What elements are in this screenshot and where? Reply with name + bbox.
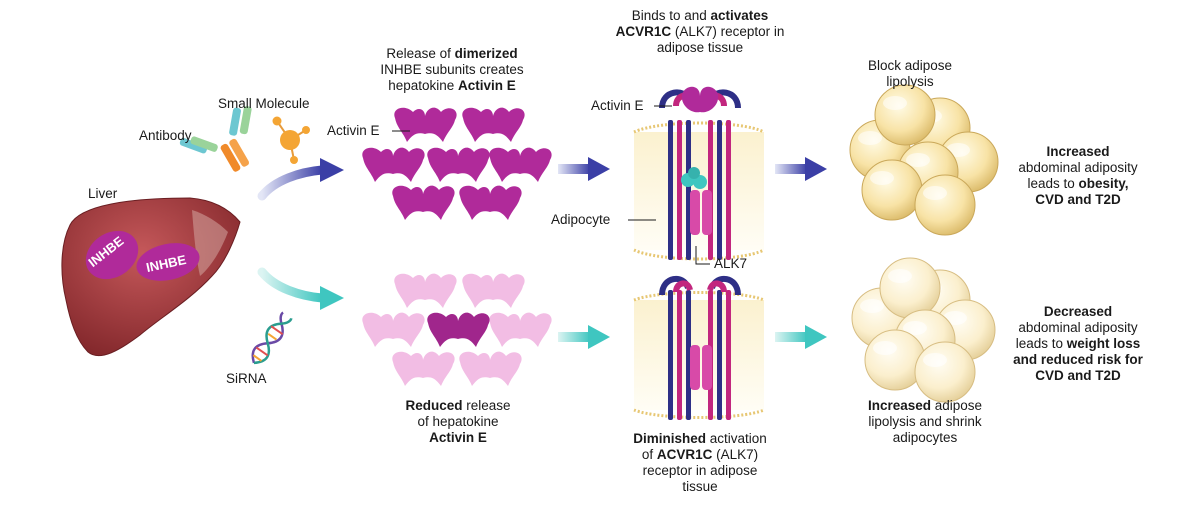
- adipocyte-cluster-icon: [849, 84, 999, 236]
- liver-label: Liver: [88, 186, 118, 201]
- small-molecule-icon: [272, 116, 310, 164]
- arrow-icon: [775, 325, 827, 349]
- block-lipolysis-label: Block adipose lipolysis: [867, 58, 953, 89]
- arrow-icon: [257, 267, 344, 310]
- receptor-icon: [633, 276, 765, 420]
- activin-e-icon: [362, 107, 552, 220]
- receptor-icon: [628, 86, 765, 265]
- alk7-label: ALK7: [714, 256, 748, 271]
- top-outcome: Increased abdominal adiposity leads to o…: [1018, 144, 1138, 207]
- antibody-label: Antibody: [139, 128, 192, 143]
- small-molecule-label: Small Molecule: [218, 96, 310, 111]
- liver-icon: [61, 197, 241, 357]
- diminished-activation-description: Diminished activation of ACVR1C (ALK7) r…: [633, 431, 767, 494]
- antibody-icon: [179, 106, 252, 172]
- arrow-icon: [775, 157, 827, 181]
- sirna-label: SiRNA: [226, 371, 267, 386]
- increased-lipolysis-description: Increased adipose lipolysis and shrink a…: [867, 398, 983, 445]
- adipocyte-cluster-icon: [851, 257, 996, 403]
- receptor-activin-e-label: Activin E: [591, 98, 644, 113]
- binds-description: Binds to and activates ACVR1C (ALK7) rec…: [615, 8, 785, 55]
- adipocyte-label: Adipocyte: [551, 212, 611, 227]
- arrow-icon: [558, 157, 610, 181]
- bottom-outcome: Decreased abdominal adiposity leads to w…: [1013, 304, 1143, 383]
- reduced-release-description: Reduced release of hepatokine Activin E: [405, 398, 511, 445]
- activin-e-callout: Activin E: [327, 123, 380, 138]
- activin-e-icon: [427, 312, 490, 347]
- arrow-icon: [257, 158, 344, 201]
- arrow-icon: [558, 325, 610, 349]
- release-description: Release of dimerized INHBE subunits crea…: [380, 46, 524, 93]
- sirna-icon: [251, 311, 293, 365]
